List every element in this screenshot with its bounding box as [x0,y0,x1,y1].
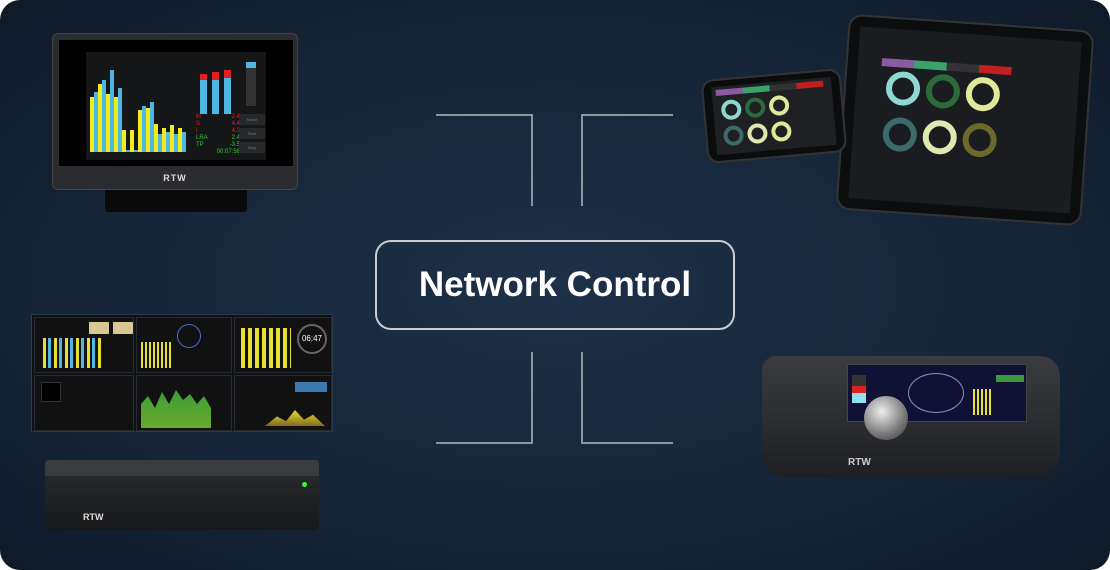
spectrum-bar [106,94,110,152]
spectrum-bar [122,130,126,152]
touch-control-console: RTW [762,356,1060,478]
spectrum-bar [162,128,166,152]
connector-top-right [581,114,583,206]
readout-label: TP [196,142,204,148]
spectrum-bar [146,108,150,152]
spectrum-bar [158,134,162,152]
phone-device [700,68,848,164]
readout-value: 4.4 [231,121,240,127]
network-control-label: Network Control [375,240,735,330]
tablet-device [835,13,1095,227]
readout-value: 2.4 [231,114,240,120]
start-button[interactable]: Start [239,128,265,139]
elapsed-time: 00:07:56 [216,149,240,155]
readout-value: -3.5 [229,142,240,148]
spectrum-bar [166,132,170,152]
spectrum-bar [130,130,134,152]
phone-screen [711,76,837,156]
connector-top-left [531,114,533,206]
spectrum-bar [94,92,98,152]
loudness-bar [246,62,256,106]
connector-bottom-right [581,442,673,444]
readout-label: I [196,128,198,134]
connector-top-left [436,114,533,116]
connector-bottom-right [581,352,583,444]
connector-bottom-left [531,352,533,444]
spectrum-bar [134,150,138,152]
spectrum-bar [154,124,158,152]
clock-display: 06:47 [297,324,327,354]
spectrum-bar [178,128,182,152]
rotary-knob [864,396,908,440]
connector-top-right [581,114,673,116]
monitor-stand [105,190,247,212]
spectrum-bar [150,102,154,152]
spectrum-bar [182,132,186,152]
stop-button[interactable]: Stop [239,142,265,153]
connector-bottom-left [436,442,533,444]
touch-monitor-device: M 2.4 S 4.4 I 4.3 LRA 2.4 TP -3.5 00:07:… [52,33,298,190]
readouts: M 2.4 S 4.4 I 4.3 LRA 2.4 TP -3.5 00:07:… [196,114,240,156]
spectrum-bar [138,110,142,152]
monitor-screen: M 2.4 S 4.4 I 4.3 LRA 2.4 TP -3.5 00:07:… [59,40,293,166]
spectrum-bar [98,84,102,152]
spectrum-bar [114,97,118,152]
rtw-logo: RTW [163,173,187,183]
rtw-logo: RTW [848,457,871,468]
spectrum-bar [170,125,174,152]
readout-value: 4.3 [231,128,240,134]
readout-label: LRA [196,135,208,141]
spectrum-bar [118,88,122,152]
spectrum-bar [102,80,106,152]
spectrum-bar [90,97,94,152]
reset-button[interactable]: Reset [239,114,265,125]
readout-value: 2.4 [231,135,240,141]
power-led-icon [302,482,307,487]
spectrum-bars [90,60,190,156]
multi-meter-display: 06:47 [31,314,333,432]
tablet-screen [848,26,1082,214]
network-processor-box: RTW [45,460,319,530]
spectrum-bar [110,70,114,152]
readout-label: S [196,121,201,127]
console-screen [847,364,1027,422]
spectrum-bar [174,134,178,152]
spectrum-bar [142,106,146,152]
readout-label: M [196,114,201,120]
spectrum-bar [126,150,130,152]
rtw-logo: RTW [83,512,104,522]
loudness-meter-app: M 2.4 S 4.4 I 4.3 LRA 2.4 TP -3.5 00:07:… [86,52,266,160]
level-meters [198,64,238,114]
